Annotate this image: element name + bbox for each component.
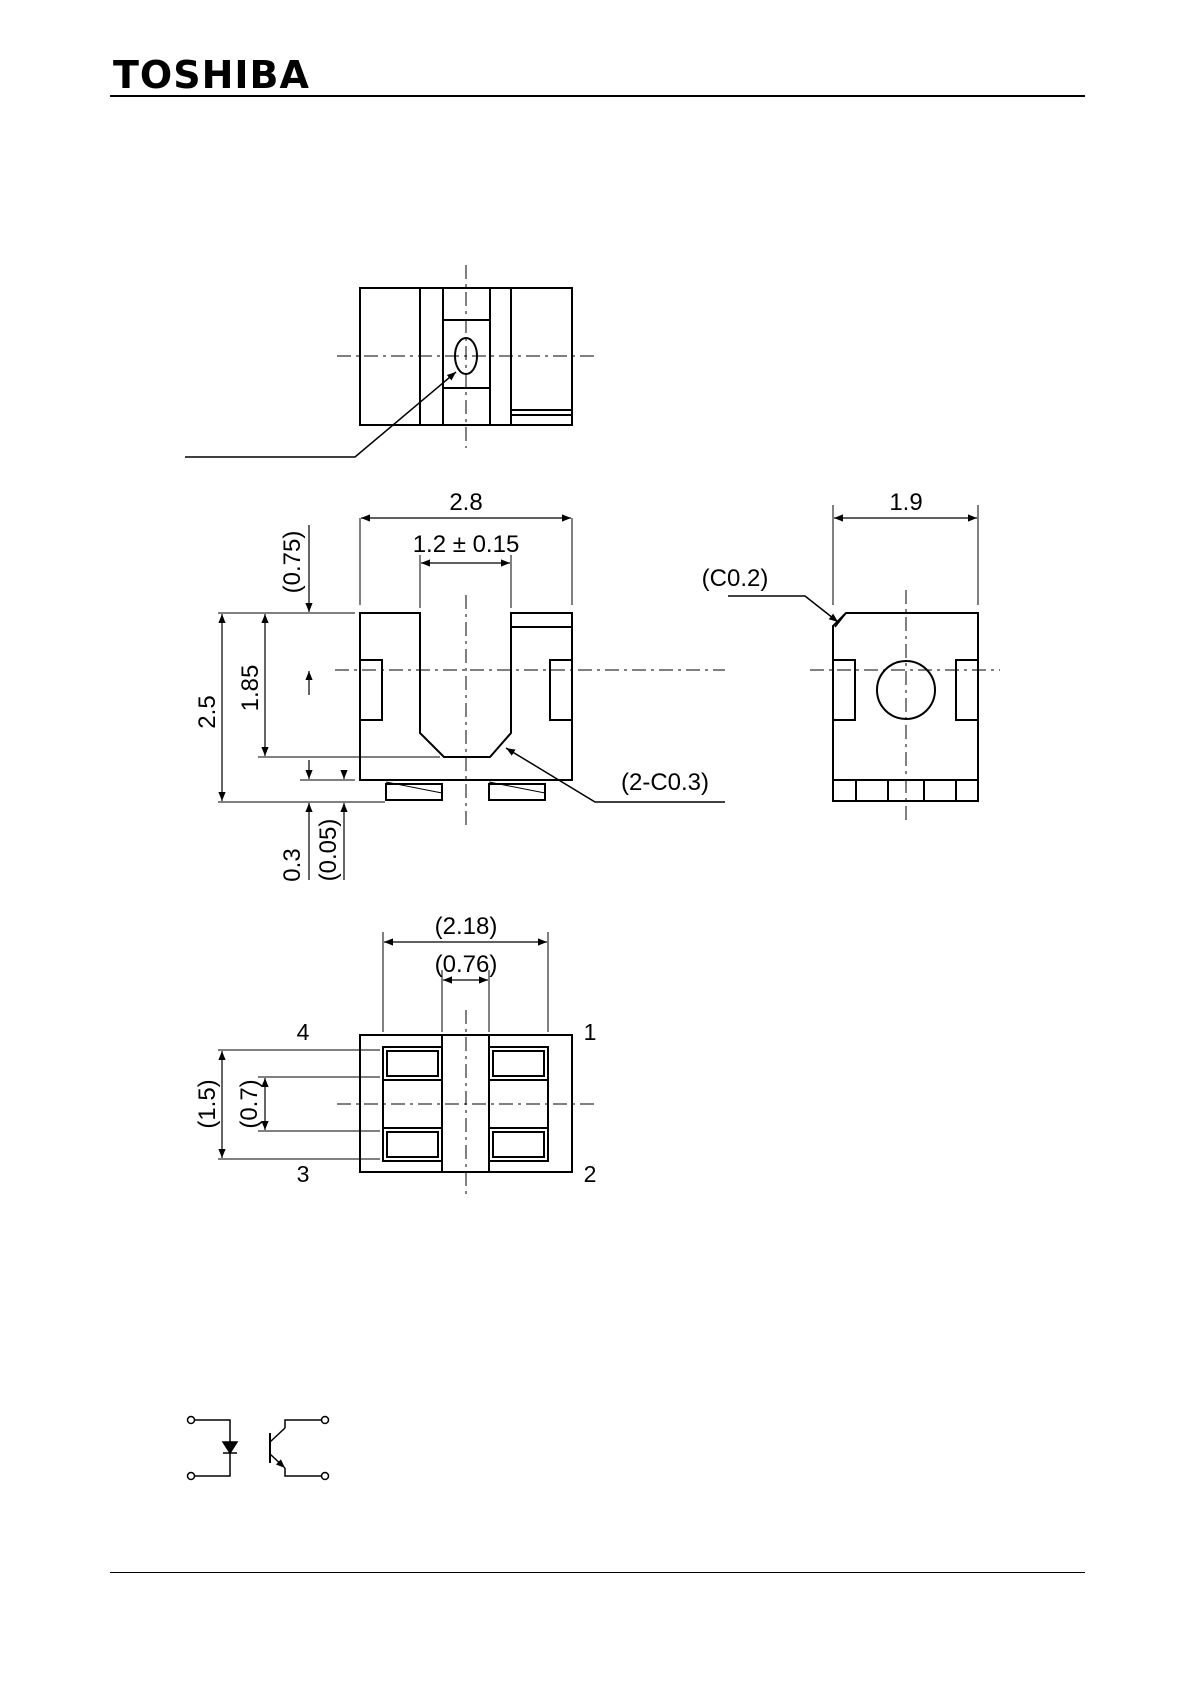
dim-depth: 1.9 bbox=[889, 489, 922, 516]
circuit-symbol bbox=[188, 1417, 329, 1480]
pin-1-label: 1 bbox=[584, 1019, 597, 1045]
dim-side-chamfer: (C0.2) bbox=[702, 565, 769, 592]
pin-3-label: 3 bbox=[297, 1161, 310, 1187]
dim-pad-pitch: (1.5) bbox=[194, 1079, 221, 1128]
dim-pad-gap-vertical: (0.7) bbox=[236, 1079, 263, 1128]
dim-lead-gap: (0.05) bbox=[315, 819, 342, 882]
dim-pad-span: (2.18) bbox=[435, 913, 498, 940]
dim-slot-depth: 1.85 bbox=[237, 665, 264, 712]
dim-width: 2.8 bbox=[449, 489, 482, 516]
dim-pad-gap: (0.76) bbox=[435, 951, 498, 978]
dim-slot-width: 1.2 ± 0.15 bbox=[413, 531, 520, 558]
pin-4-label: 4 bbox=[297, 1019, 310, 1045]
top-view bbox=[185, 265, 595, 457]
pin-2-label: 2 bbox=[584, 1161, 597, 1187]
dim-top-offset: (0.75) bbox=[279, 531, 306, 594]
footer-rule bbox=[110, 1572, 1085, 1573]
bottom-view bbox=[218, 932, 595, 1195]
dim-height: 2.5 bbox=[194, 695, 221, 728]
side-view bbox=[728, 505, 1000, 825]
dim-slot-chamfer: (2-C0.3) bbox=[621, 769, 709, 796]
dim-lead-height: 0.3 bbox=[279, 848, 306, 881]
led-diode-icon bbox=[223, 1442, 237, 1453]
